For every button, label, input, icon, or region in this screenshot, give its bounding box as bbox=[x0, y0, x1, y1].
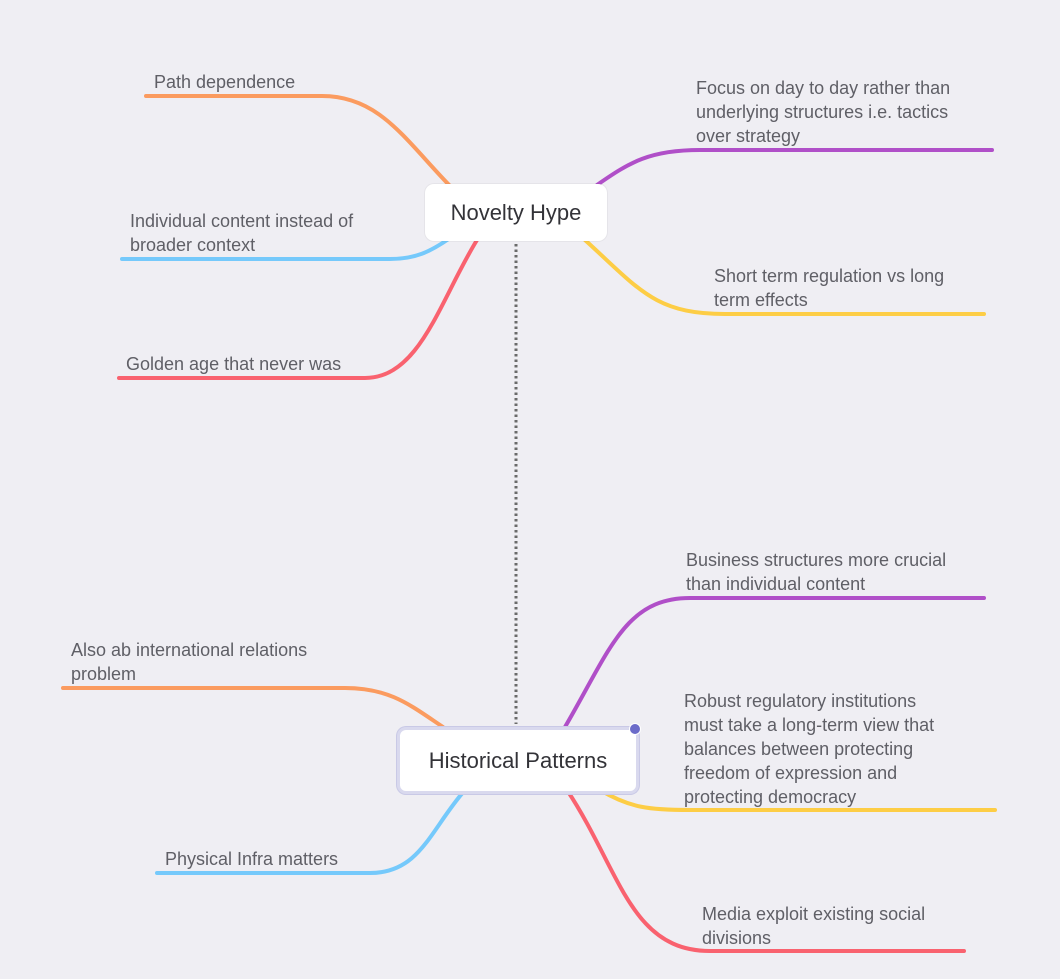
branch-line-individual-content bbox=[120, 236, 452, 261]
branch-line-focus-day-to-day bbox=[595, 148, 994, 187]
topic-node-novelty-hype[interactable]: Novelty Hype bbox=[425, 184, 607, 241]
branch-label-physical-infra[interactable]: Physical Infra matters bbox=[165, 849, 339, 869]
branch-label-business-structures[interactable]: Business structures more crucial than in… bbox=[686, 550, 947, 594]
branch-line-robust-regulatory bbox=[598, 788, 997, 812]
topic-label: Historical Patterns bbox=[428, 747, 608, 773]
branch-line-physical-infra bbox=[155, 788, 467, 875]
branch-label-focus-day-to-day[interactable]: Focus on day to day rather than underlyi… bbox=[696, 78, 951, 146]
branch-label-path-dependence[interactable]: Path dependence bbox=[154, 72, 296, 92]
branch-label-robust-regulatory[interactable]: Robust regulatory institutions must take… bbox=[684, 691, 935, 807]
branch-line-short-term-regulation bbox=[583, 238, 986, 316]
branch-label-international-relations[interactable]: Also ab international relations problem bbox=[71, 640, 308, 684]
branch-label-media-exploit[interactable]: Media exploit existing social divisions bbox=[702, 904, 926, 948]
branch-line-golden-age bbox=[117, 238, 479, 380]
branch-label-short-term-regulation[interactable]: Short term regulation vs long term effec… bbox=[714, 266, 945, 310]
branch-label-golden-age[interactable]: Golden age that never was bbox=[126, 354, 342, 374]
topic-label: Novelty Hype bbox=[450, 199, 582, 225]
topic-node-historical-patterns[interactable]: Historical Patterns bbox=[397, 727, 639, 794]
resize-handle[interactable] bbox=[629, 723, 641, 735]
branch-line-path-dependence bbox=[144, 94, 454, 190]
branch-label-individual-content[interactable]: Individual content instead of broader co… bbox=[130, 211, 354, 255]
branch-line-media-exploit bbox=[565, 788, 966, 953]
branch-line-international-relations bbox=[61, 686, 445, 729]
branch-line-business-structures bbox=[563, 596, 986, 729]
